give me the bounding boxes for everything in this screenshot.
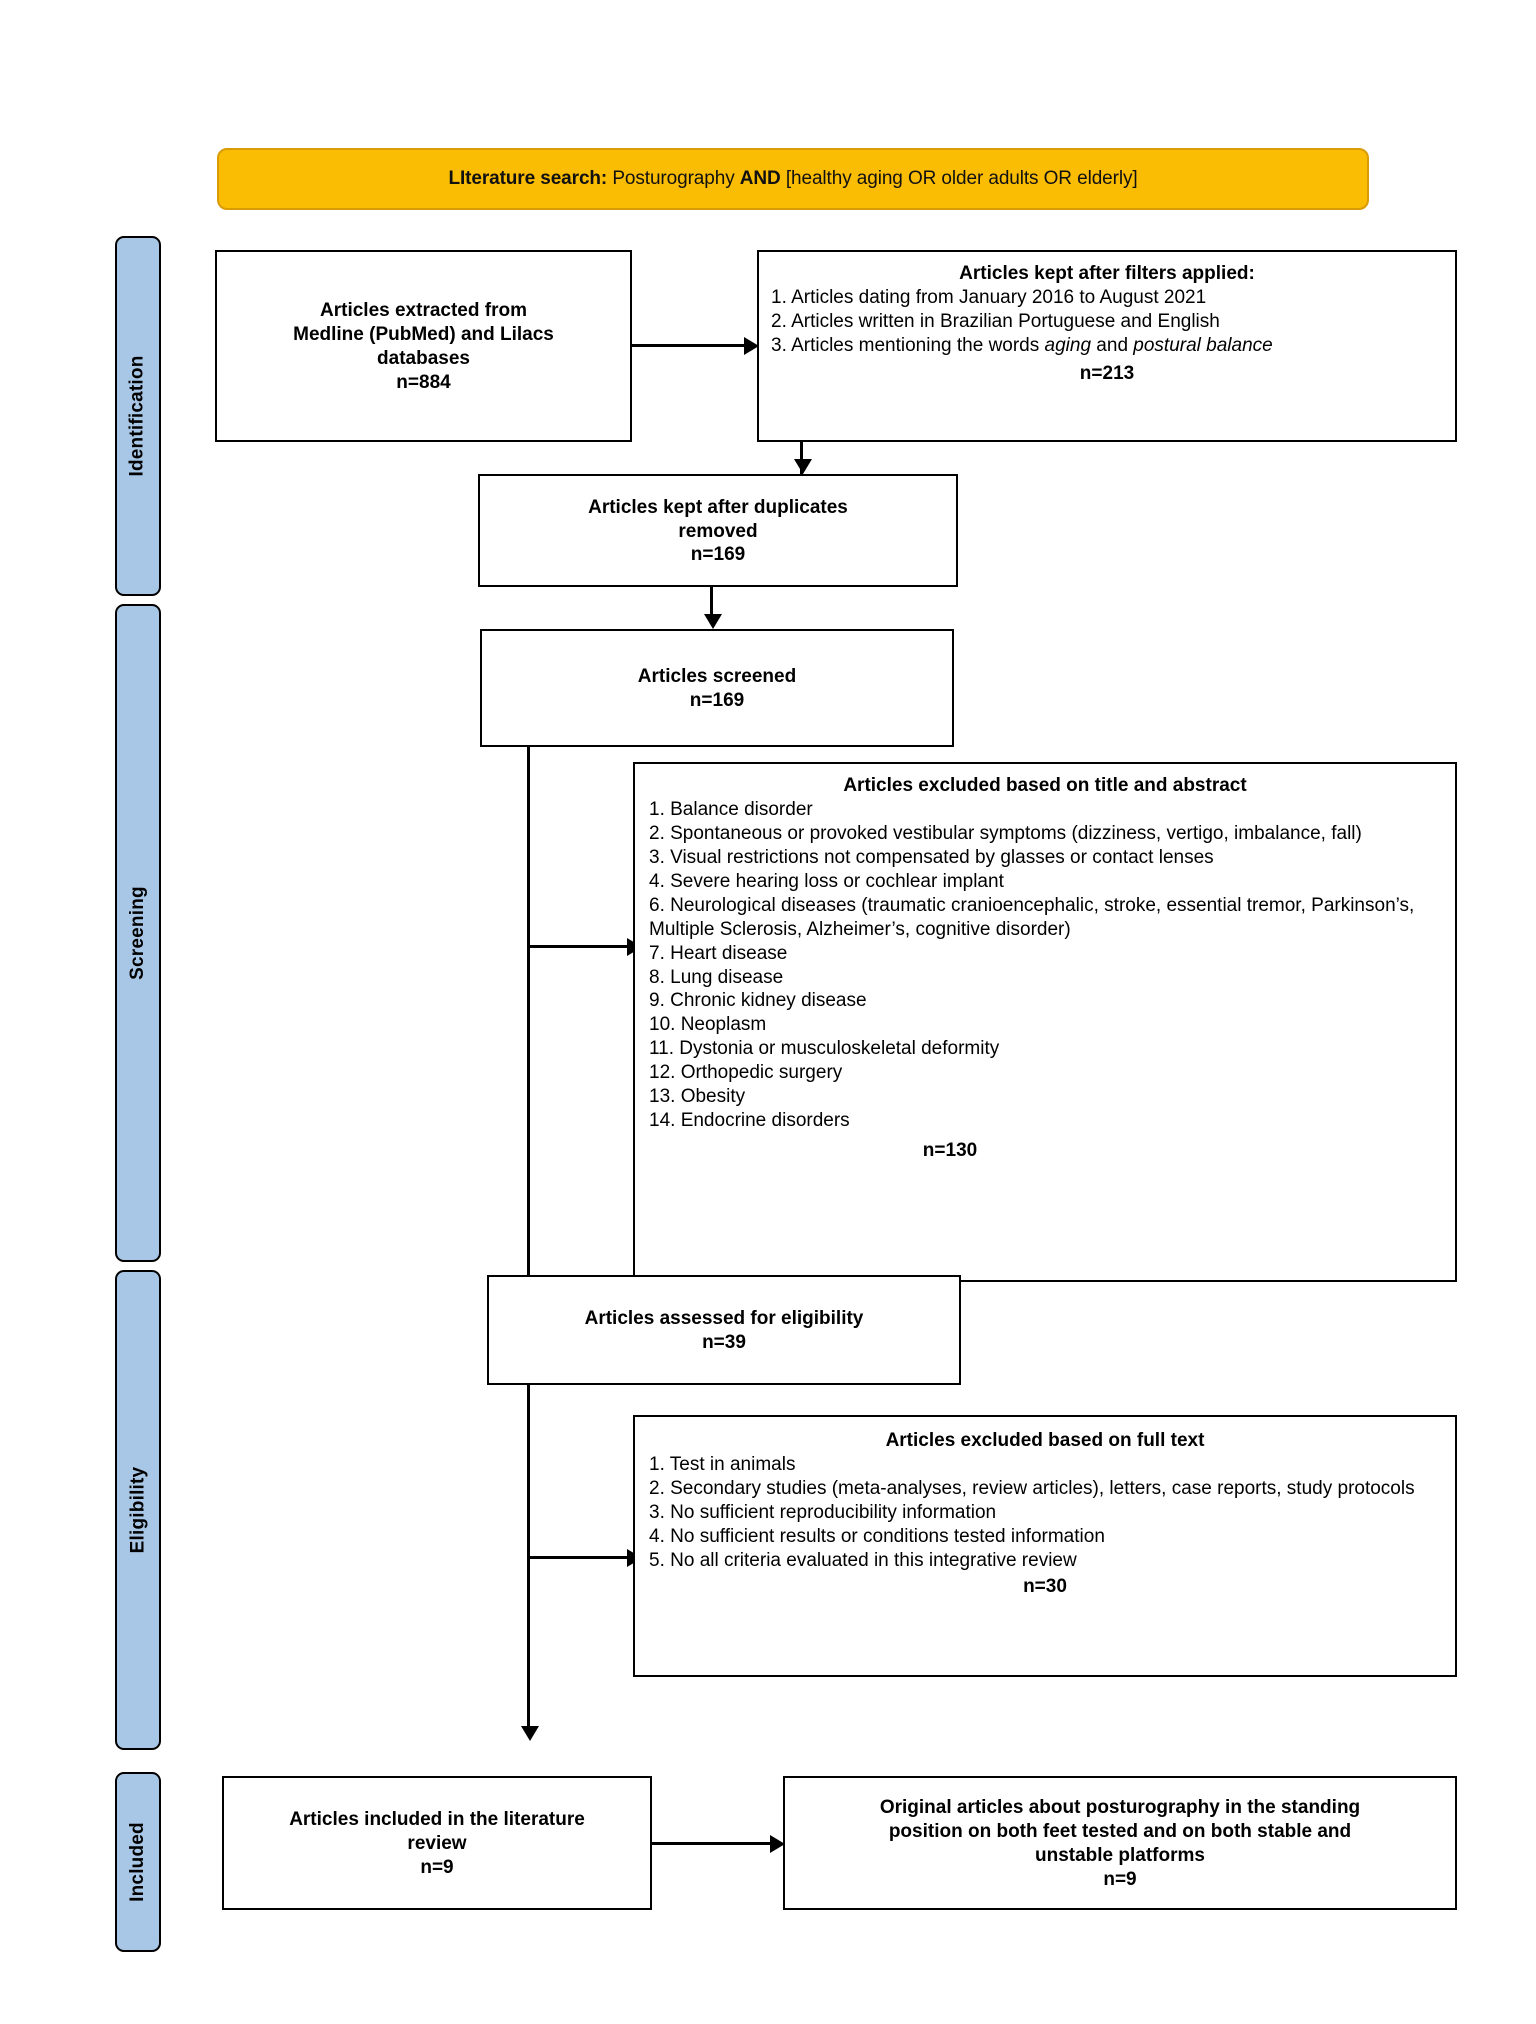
box-articles-after-duplicates: Articles kept after duplicates removed n… [478,474,958,587]
excluded-ta-title: Articles excluded based on title and abs… [843,775,1247,796]
original-line-2: position on both feet tested and on both… [888,1821,1352,1843]
banner-operator: AND [739,168,781,189]
included-line-1: Articles included in the literature [289,1809,585,1831]
filters-count: n=213 [1079,362,1135,384]
banner-tail: [healthy aging OR older adults OR elderl… [780,168,1138,189]
stage-bar-eligibility: Eligibility [115,1270,161,1750]
box-excluded-full-text: Articles excluded based on full text 1. … [633,1415,1457,1677]
excluded-ft-item-1: 1. Test in animals [649,1453,796,1475]
stage-bar-included: Included [115,1772,161,1952]
box-articles-kept-after-filters: Articles kept after filters applied: 1. … [757,250,1457,442]
excluded-ta-items: 1. Balance disorder 2. Spontaneous or pr… [649,798,1441,1133]
duplicates-line-1: Articles kept after duplicates [588,496,848,518]
stage-label-eligibility: Eligibility [127,1466,148,1554]
filters-item-3-pre: 3. Articles mentioning the words [771,334,1045,356]
arrowhead-extracted-to-filters [744,337,759,355]
box-articles-extracted: Articles extracted from Medline (PubMed)… [215,250,632,442]
excluded-ft-item-2: 2. Secondary studies (meta-analyses, rev… [649,1477,1415,1499]
excluded-ta-count: n=130 [922,1140,978,1162]
excluded-ft-items: 1. Test in animals 2. Secondary studies … [649,1453,1441,1573]
extracted-count: n=884 [396,371,451,393]
stage-label-identification: Identification [127,355,148,477]
excluded-ta-item-6: 6. Neurological diseases (traumatic cran… [649,894,1415,940]
connector-included-to-original [652,1842,770,1845]
banner-term: Posturography [607,168,740,189]
filters-item-3-italic-postural-balance: postural balance [1133,334,1273,356]
excluded-ft-count: n=30 [1023,1575,1067,1597]
arrowhead-included-to-original [770,1835,785,1853]
eligibility-line-1: Articles assessed for eligibility [584,1308,864,1330]
filters-item-3-mid: and [1091,334,1134,356]
excluded-ta-item-14: 14. Endocrine disorders [649,1110,850,1132]
banner-text: LIterature search: Posturography AND [he… [448,168,1137,190]
box-articles-included-review: Articles included in the literature revi… [222,1776,652,1910]
extracted-line-3: databases [377,348,470,369]
excluded-ta-item-7: 7. Heart disease [649,942,788,964]
connector-eligibility-to-excluded-full-text [527,1556,627,1559]
filters-item-2: 2. Articles written in Brazilian Portugu… [771,310,1220,332]
connector-screened-trunk [527,747,530,1735]
filters-title: Articles kept after filters applied: [959,263,1255,284]
duplicates-count: n=169 [690,544,746,566]
original-count: n=9 [1103,1868,1137,1890]
arrowhead-duplicates-to-screened [704,614,722,629]
filters-item-3: 3. Articles mentioning the words aging a… [771,334,1443,358]
box-articles-assessed-eligibility: Articles assessed for eligibility n=39 [487,1275,961,1385]
connector-duplicates-to-screened [710,587,713,623]
connector-screened-to-excluded-title-abstract [527,945,627,948]
banner-label: LIterature search: [448,168,608,189]
arrowhead-filters-to-duplicates [794,459,812,474]
screened-count: n=169 [689,690,745,711]
excluded-ta-item-13: 13. Obesity [649,1086,746,1108]
excluded-ta-item-11: 11. Dystonia or musculoskeletal deformit… [649,1038,1000,1060]
excluded-ft-item-4: 4. No sufficient results or conditions t… [649,1525,1105,1547]
stage-bar-identification: Identification [115,236,161,596]
literature-search-banner: LIterature search: Posturography AND [he… [217,148,1369,210]
filters-items: 1. Articles dating from January 2016 to … [771,286,1443,358]
box-excluded-title-abstract: Articles excluded based on title and abs… [633,762,1457,1282]
excluded-ft-title: Articles excluded based on full text [885,1430,1205,1451]
excluded-ft-item-3: 3. No sufficient reproducibility informa… [649,1501,997,1523]
duplicates-line-2: removed [678,520,758,542]
eligibility-count: n=39 [702,1332,746,1353]
stage-label-included: Included [127,1822,148,1902]
excluded-ta-item-1: 1. Balance disorder [649,798,813,820]
extracted-line-1: Articles extracted from [320,300,527,322]
original-line-1: Original articles about posturography in… [879,1797,1361,1819]
filters-item-3-italic-aging: aging [1044,334,1092,356]
connector-extracted-to-filters [632,344,744,347]
filters-item-1: 1. Articles dating from January 2016 to … [771,286,1207,308]
included-line-2: review [407,1833,467,1855]
included-count: n=9 [420,1856,454,1878]
extracted-line-2: Medline (PubMed) and Lilacs [293,324,554,346]
screened-line-1: Articles screened [637,666,797,688]
excluded-ta-item-8: 8. Lung disease [649,966,784,988]
connector-filters-to-duplicates [800,442,803,474]
excluded-ta-item-3: 3. Visual restrictions not compensated b… [649,846,1214,868]
excluded-ta-item-12: 12. Orthopedic surgery [649,1062,843,1084]
excluded-ft-item-5: 5. No all criteria evaluated in this int… [649,1549,1077,1571]
excluded-ta-item-4: 4. Severe hearing loss or cochlear impla… [649,870,1004,892]
excluded-ta-item-10: 10. Neoplasm [649,1014,767,1036]
excluded-ta-item-2: 2. Spontaneous or provoked vestibular sy… [649,822,1362,844]
excluded-ta-item-9: 9. Chronic kidney disease [649,990,867,1012]
stage-bar-screening: Screening [115,604,161,1262]
stage-label-screening: Screening [127,886,149,980]
box-original-articles: Original articles about posturography in… [783,1776,1457,1910]
box-articles-screened: Articles screened n=169 [480,629,954,747]
original-line-3: unstable platforms [1035,1845,1205,1866]
arrowhead-screened-trunk-bottom [521,1726,539,1741]
